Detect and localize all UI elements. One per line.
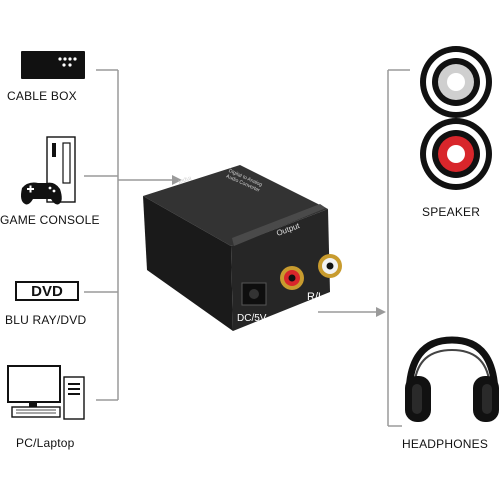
dvd-logo-text: DVD	[31, 282, 63, 300]
cable-box-label: CABLE BOX	[7, 89, 77, 103]
arrow-into-device	[172, 175, 182, 185]
game-console-label: GAME CONSOLE	[0, 213, 100, 227]
speaker-label: SPEAKER	[422, 205, 481, 219]
headphones-label: HEADPHONES	[402, 437, 489, 451]
converter-rl-label: R/L	[307, 291, 325, 303]
rca-white-jack	[318, 254, 342, 278]
dvd-logo: DVD	[15, 281, 79, 301]
blu-ray-label: BLU RAY/DVD	[5, 313, 87, 327]
converter-left-face	[143, 196, 233, 331]
pc-label: PC/Laptop	[16, 436, 75, 450]
rca-red-jack	[280, 266, 304, 290]
arrow-out-of-device	[376, 307, 386, 317]
converter-dc-label: DC/5V	[237, 313, 267, 324]
